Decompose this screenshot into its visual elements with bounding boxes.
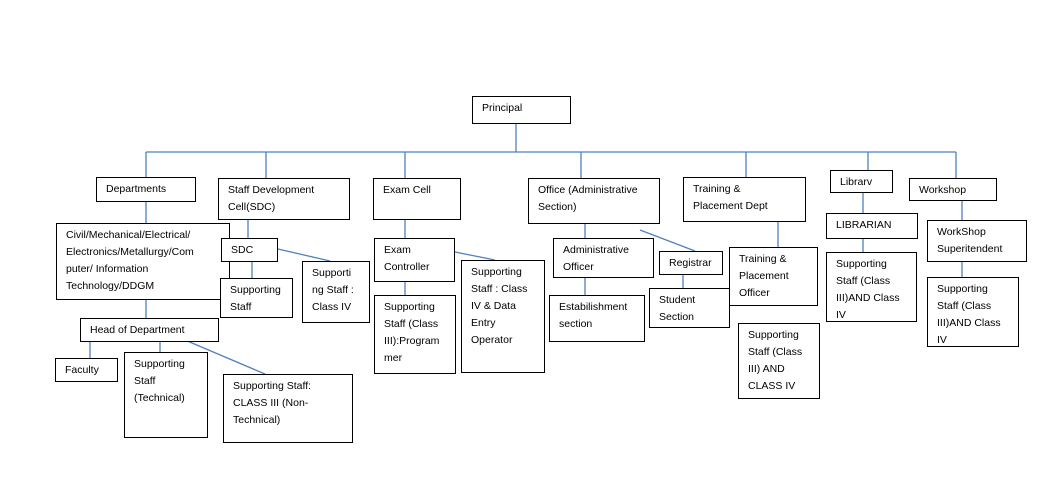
workshop-box: Workshop: [909, 178, 997, 201]
librarian-box: LIBRARIAN: [826, 213, 918, 239]
registrar-box: Registrar: [659, 251, 723, 275]
sdc-supporting-staff-class-iv-box: Supporti ng Staff : Class IV: [302, 261, 370, 323]
faculty-box: Faculty: [55, 358, 118, 382]
workshop-superintendent-box: WorkShop Superitendent: [927, 220, 1027, 262]
library-supporting-staff-box: Supporting Staff (Class III)AND Class IV: [826, 252, 917, 322]
exam-controller-box: Exam Controller: [374, 238, 455, 282]
training-placement-dept-box: Training & Placement Dept: [683, 177, 806, 222]
library-box: Librarv: [830, 170, 893, 193]
establishment-section-box: Estabilishment section: [549, 295, 645, 342]
exam-cell-box: Exam Cell: [373, 178, 461, 220]
staff-development-cell-box: Staff Development Cell(SDC): [218, 178, 350, 220]
exam-supporting-staff-programmer-box: Supporting Staff (Class III):Program mer: [374, 295, 456, 374]
administrative-officer-box: Administrative Officer: [553, 238, 654, 278]
sdc-supporting-staff-class-box: Supporting Staff (Class: [220, 278, 293, 318]
training-supporting-staff-box: Supporting Staff (Class III) AND CLASS I…: [738, 323, 820, 399]
supporting-staff-technical-box: Supporting Staff (Technical): [124, 352, 208, 438]
departments-box: Departments: [96, 177, 196, 202]
supporting-staff-non-technical-box: Supporting Staff: CLASS III (Non- Techni…: [223, 374, 353, 443]
exam-supporting-staff-data-entry-box: Supporting Staff : Class IV & Data Entry…: [461, 260, 545, 373]
office-box: Office (Administrative Section): [528, 178, 660, 224]
principal-box: Principal: [472, 96, 571, 124]
training-placement-officer-box: Training & Placement Officer: [729, 247, 818, 306]
branches-box: Civil/Mechanical/Electrical/ Electronics…: [56, 223, 230, 300]
sdc-box: SDC: [221, 238, 278, 262]
student-section-box: Student Section: [649, 288, 730, 328]
head-of-department-box: Head of Department: [80, 318, 219, 342]
workshop-supporting-staff-box: Supporting Staff (Class III)AND Class IV: [927, 277, 1019, 347]
